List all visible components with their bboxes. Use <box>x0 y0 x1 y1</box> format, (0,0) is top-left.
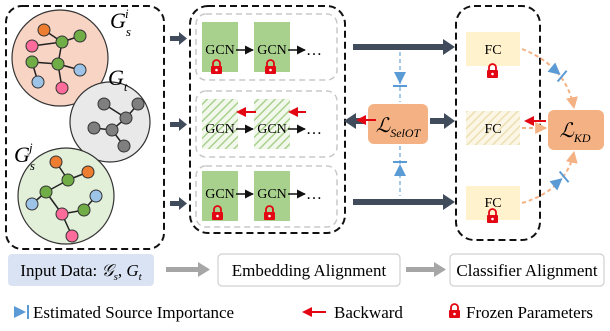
importance-marker-icon <box>14 305 29 319</box>
source-graph-i-label: Gsi <box>110 6 131 39</box>
lock-icon <box>264 205 275 220</box>
svg-text:FC: FC <box>484 43 501 58</box>
gcn-label: GCN <box>257 187 287 202</box>
lock-icon <box>487 63 498 78</box>
gcn-label: GCN <box>205 43 235 58</box>
fc-panel <box>455 5 541 241</box>
svg-text:FC: FC <box>484 122 501 137</box>
embedding-alignment-box <box>217 253 401 287</box>
ellipsis: … <box>306 121 322 138</box>
importance-marker-icon <box>549 170 570 191</box>
lock-icon <box>211 59 222 74</box>
importance-connector-top <box>393 52 407 102</box>
lock-icon <box>487 208 498 223</box>
classifier-alignment-box <box>449 253 605 287</box>
target-graph-label: Gt <box>108 65 128 94</box>
kd-loss-box: ℒKD <box>548 110 604 150</box>
gcn-block-trainable <box>202 99 238 149</box>
target-graph <box>69 81 151 163</box>
gcn-label: GCN <box>205 187 235 202</box>
fc-block-2: FC <box>466 111 520 145</box>
legend-importance-label: Estimated Source Importance <box>33 303 234 322</box>
gcn-label: GCN <box>257 122 287 137</box>
gcn-label: GCN <box>257 43 287 58</box>
ellipsis: … <box>306 42 322 59</box>
fc-block-3: FC <box>466 186 520 220</box>
lock-icon <box>212 205 223 220</box>
source-graph-j-label: Gsj <box>14 140 35 173</box>
input-data-label: Input Data: 𝒢s, Gt <box>20 261 142 283</box>
input-data-box <box>8 254 154 286</box>
selot-loss-box: ℒSelOT <box>368 104 428 144</box>
svg-text:FC: FC <box>484 196 501 211</box>
fc3-to-kd-arc <box>521 150 578 204</box>
lock-icon <box>449 303 460 318</box>
legend-backward: Backward <box>302 303 403 322</box>
importance-marker-icon <box>547 62 568 83</box>
legend-importance: Estimated Source Importance <box>14 303 234 322</box>
gcn-block <box>254 22 290 72</box>
kd-loss-label: ℒKD <box>559 120 590 145</box>
fc1-to-kd-arc <box>521 48 578 110</box>
selot-loss-label: ℒSelOT <box>376 115 422 140</box>
input-graphs-panel <box>5 5 165 250</box>
source-graph-j <box>17 147 115 245</box>
input-arrows <box>170 32 187 210</box>
gcn-block-trainable <box>254 99 290 149</box>
legend-backward-label: Backward <box>334 303 403 322</box>
ellipsis: … <box>306 186 322 203</box>
gcn-panel <box>189 5 346 234</box>
legend-frozen-label: Frozen Parameters <box>466 303 593 322</box>
gcn-label: GCN <box>205 122 235 137</box>
importance-connector-bottom <box>393 146 407 196</box>
classifier-alignment-label: Classifier Alignment <box>456 261 597 280</box>
embedding-alignment-label: Embedding Alignment <box>232 261 387 280</box>
fc-block-1: FC <box>466 32 520 66</box>
pipeline-arrows <box>166 262 446 277</box>
legend-frozen: Frozen Parameters <box>449 303 593 322</box>
source-graph-i <box>11 9 109 107</box>
lock-icon <box>265 59 276 74</box>
gcn-row-1: GCN GCN … <box>195 13 338 81</box>
gcn-row-2: GCN GCN … <box>195 90 338 158</box>
